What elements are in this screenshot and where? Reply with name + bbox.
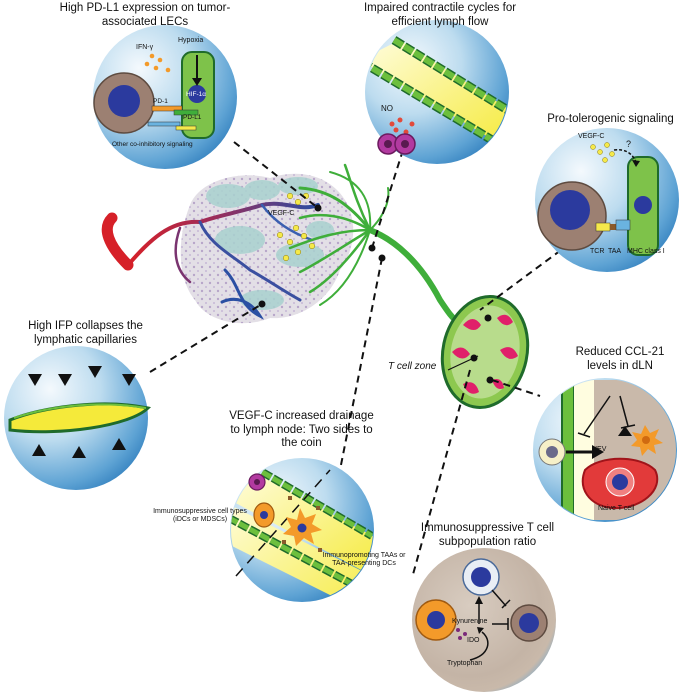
vegf-c-molecules xyxy=(590,142,615,163)
question-mark: ? xyxy=(626,139,632,149)
pd1-receptor xyxy=(151,105,183,112)
ifp-title: High IFP collapses the lymphatic capilla… xyxy=(28,320,143,346)
connector-lines xyxy=(149,141,581,579)
lec-nucleus xyxy=(188,85,206,103)
inhibition-lines xyxy=(577,395,636,438)
macrophages xyxy=(377,133,416,155)
tcr-receptor xyxy=(595,222,611,232)
contractile-title: Impaired contractile cycles for efficien… xyxy=(363,2,517,28)
blood-vessels xyxy=(101,201,320,320)
vessel-branch-3 xyxy=(260,203,314,242)
co-inhibitory-1 xyxy=(147,121,181,127)
pressure-arrows xyxy=(28,366,136,458)
naive-t-cell xyxy=(612,474,628,490)
hypoxia-label: Hypoxia xyxy=(178,37,204,44)
tumor-region xyxy=(180,173,354,324)
lymphatic-trunk xyxy=(367,227,463,327)
suppressive-cells-label: Immunosuppressive cell types (iDCs or MD… xyxy=(153,508,247,524)
lec-nucleus xyxy=(634,196,652,214)
panel-vegfc-drainage xyxy=(230,458,374,602)
hypoxia-arrowhead xyxy=(192,78,202,86)
center-vegfc-label: VEGF-C xyxy=(268,210,295,217)
hif-label: HIF-1α xyxy=(186,91,207,98)
question-arrow xyxy=(613,149,637,163)
tumor-tissue-dots xyxy=(180,173,354,324)
lymph-node-follicles xyxy=(452,314,518,394)
hev-label: HEV xyxy=(592,446,607,453)
other-signaling-label: Other co-inhibitory signaling xyxy=(112,141,193,148)
ccl21-title: Reduced CCL-21 levels in dLN xyxy=(575,346,665,372)
tcell-zone-pointer xyxy=(447,355,479,371)
ido-label: IDO xyxy=(467,637,480,644)
pdl1-title: High PD-L1 expression on tumor-associate… xyxy=(59,2,231,28)
no-molecules xyxy=(389,117,415,135)
ifn-gamma-molecules xyxy=(144,53,171,73)
dc-star xyxy=(631,425,663,456)
pd1-label: PD-1 xyxy=(153,98,168,105)
artery xyxy=(101,212,134,271)
ratio-title: Immunosuppressive T cell subpopulation r… xyxy=(420,522,555,548)
tryptophan-label: Tryptophan xyxy=(447,660,483,667)
bubble-ratio xyxy=(412,548,556,692)
vessel-branch-1 xyxy=(198,220,302,302)
panel-ccl21 xyxy=(533,378,677,522)
taa-label: TAA xyxy=(608,248,622,255)
panel-tolerogenic xyxy=(535,128,679,272)
taa-squares xyxy=(282,496,322,552)
vessel-branch-4 xyxy=(174,226,192,284)
t-cell-nucleus xyxy=(108,85,140,117)
co-inhibitory-2 xyxy=(175,125,197,131)
panel-pdl1 xyxy=(93,25,237,169)
tcell-zone-label: T cell zone xyxy=(388,361,437,372)
vegfc-drainage-title: VEGF-C increased drainage to lymph node:… xyxy=(229,410,374,450)
dc-star xyxy=(283,508,322,546)
ido-molecules xyxy=(456,628,467,640)
pdl1-ligand xyxy=(173,109,199,116)
taa-antigen xyxy=(610,224,616,230)
panel-ifp xyxy=(4,346,152,490)
mhc-label: MHC class I xyxy=(627,248,665,255)
t-cell-nucleus xyxy=(550,190,590,230)
kynurenine-label: Kynurenine xyxy=(452,618,488,625)
panel-contractile xyxy=(365,20,509,164)
mhc-class-i xyxy=(615,219,631,231)
tolerogenic-title: Pro-tolerogenic signaling xyxy=(547,113,674,125)
promoting-label: Immunopromoting TAAs or TAA-presenting D… xyxy=(322,552,406,568)
vegfc-label-right: VEGF-C xyxy=(578,133,605,140)
vessel-branch-2 xyxy=(220,268,265,320)
naive-t-cell-label: Naive T cell xyxy=(598,505,635,512)
pdl1-label: PD-L1 xyxy=(183,114,202,121)
ifn-label: IFN-γ xyxy=(136,44,154,51)
vessel-main xyxy=(126,201,320,267)
connector-dots xyxy=(258,204,494,384)
panel-ratio xyxy=(412,548,556,692)
no-label: NO xyxy=(381,104,393,113)
tcr-label: TCR xyxy=(590,248,605,255)
vessel-lumen xyxy=(366,40,508,150)
